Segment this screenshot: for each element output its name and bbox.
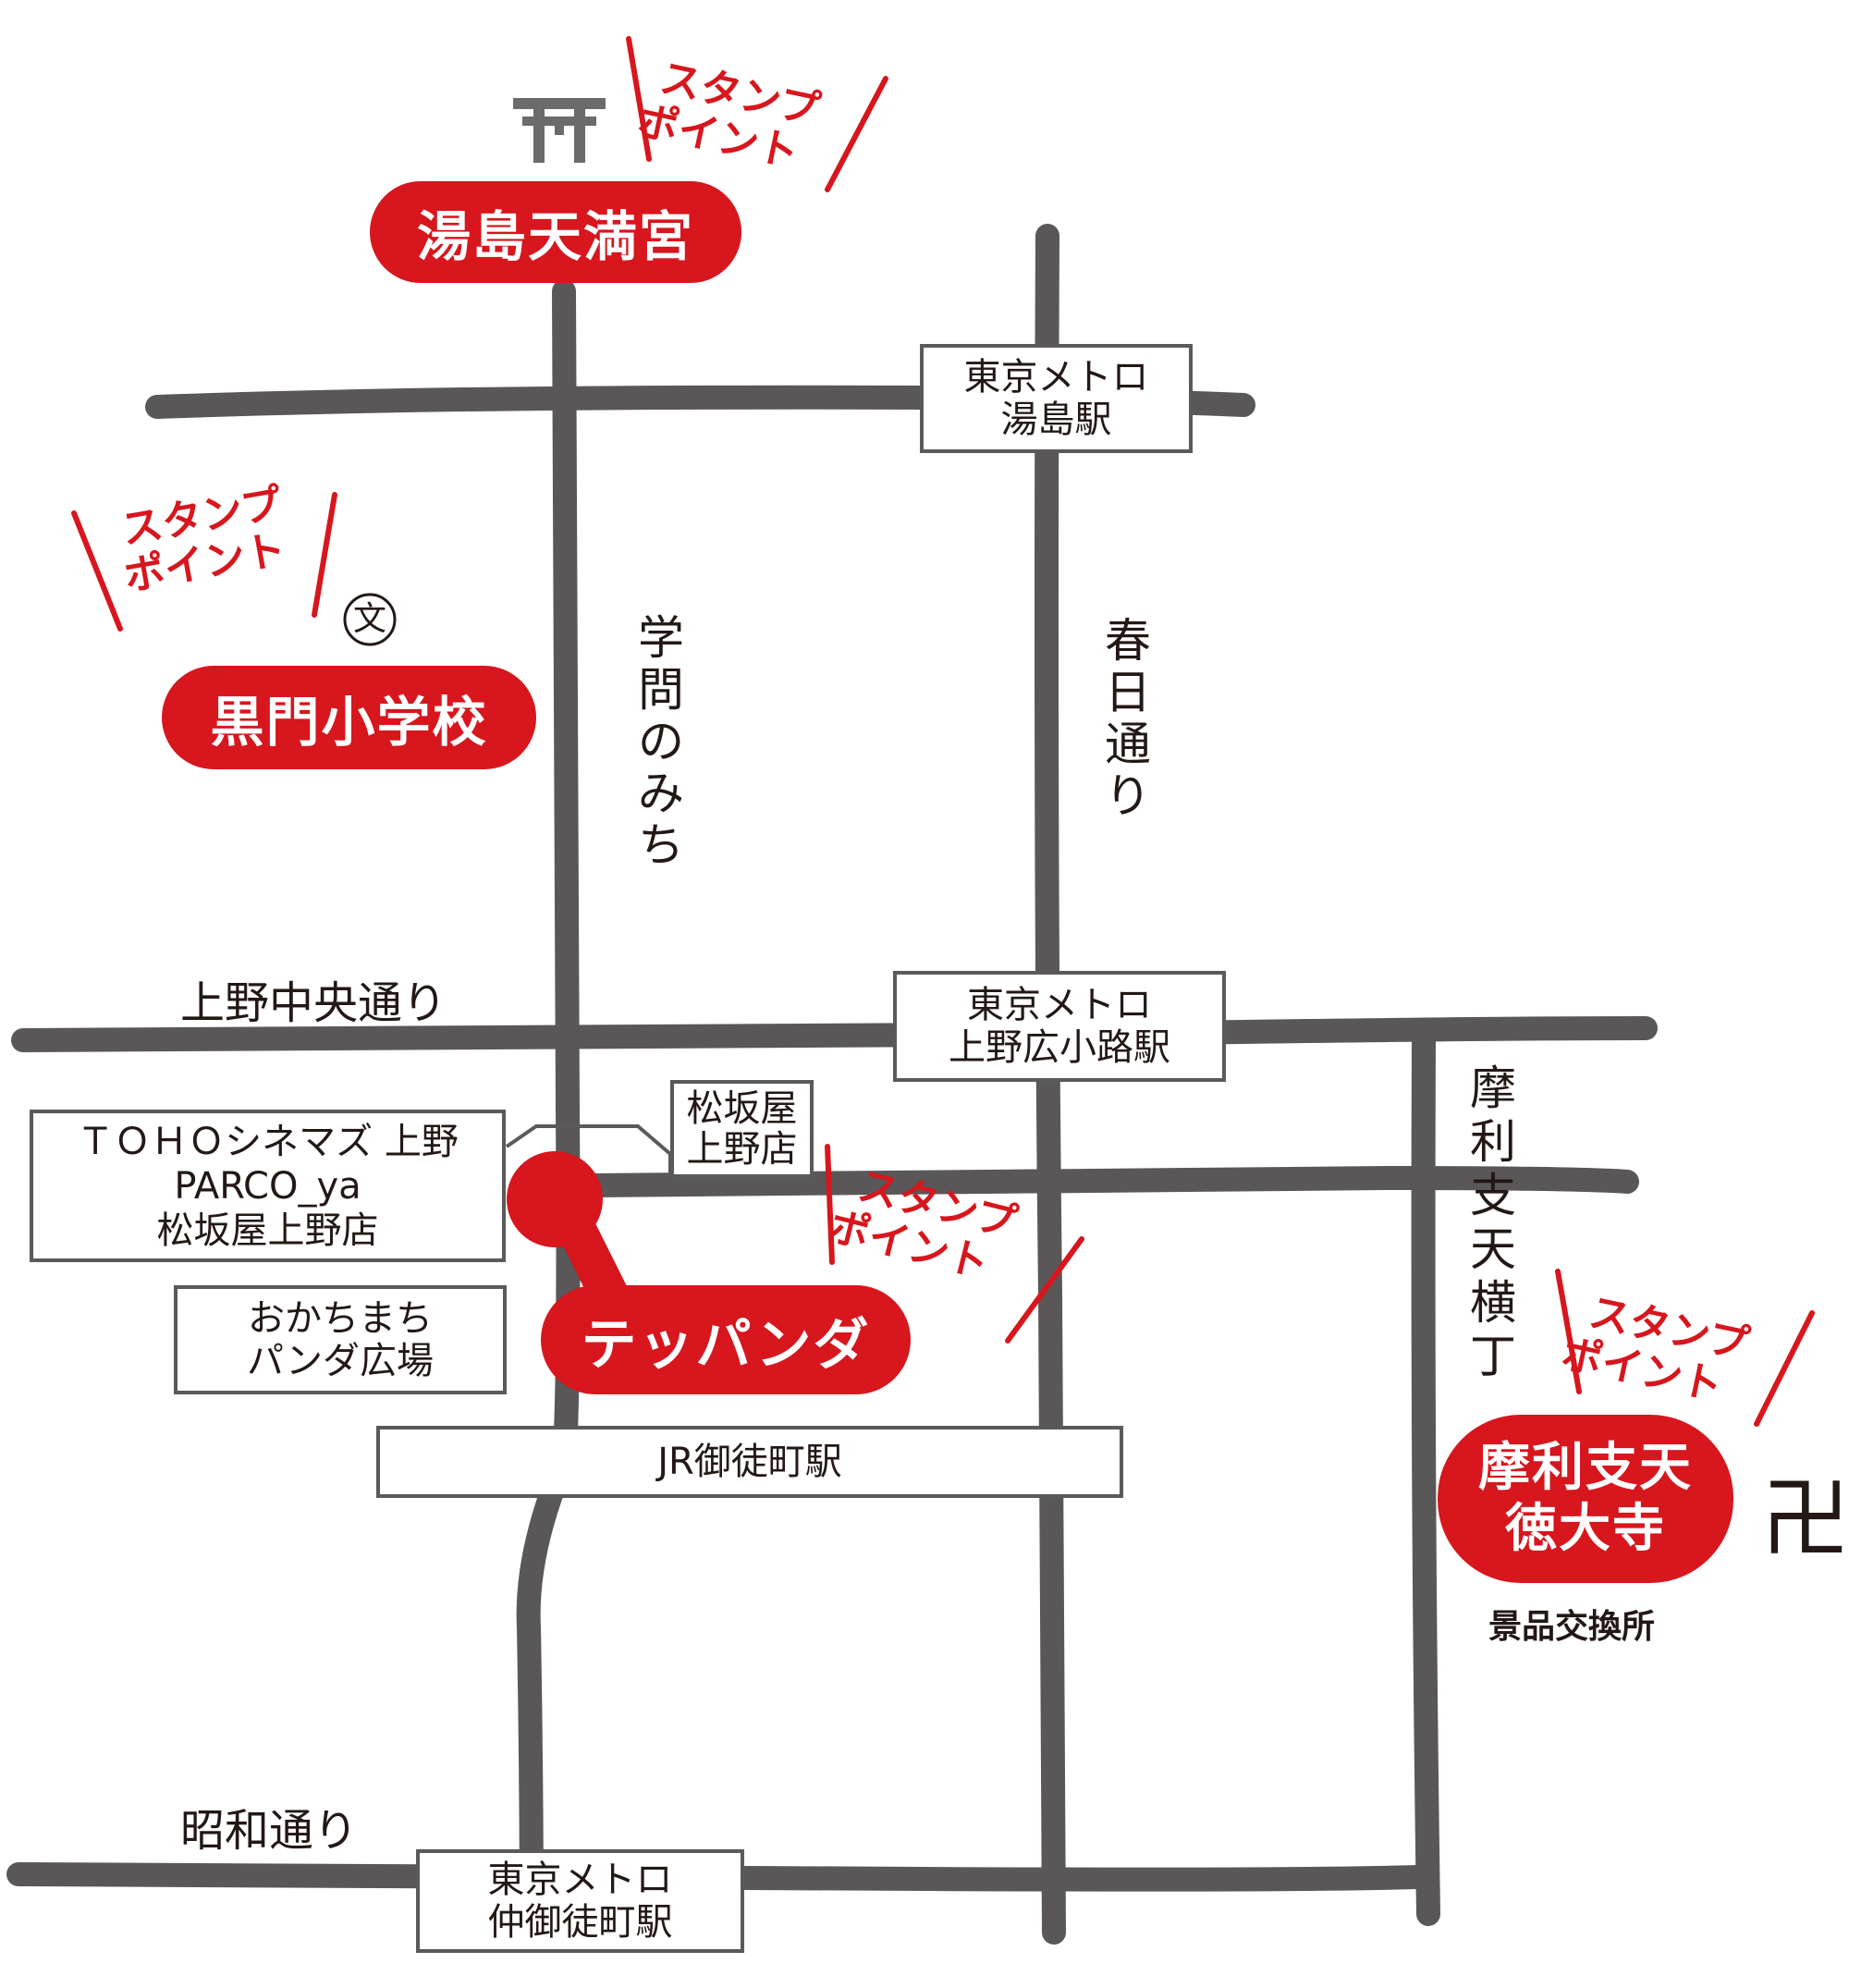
- road-label-marishiten-yokocho: 摩 利 支 天 横 丁: [1470, 1061, 1516, 1383]
- place-label: 黒門小学校: [210, 691, 488, 754]
- building-matsuzakaya[interactable]: 松坂屋 上野店: [670, 1080, 814, 1178]
- torii-icon: [513, 98, 606, 163]
- building-toho-parco[interactable]: ＴＯＨＯシネマズ 上野 PARCO_ya 松坂屋上野店: [30, 1110, 506, 1262]
- station-ueno-hirokoji[interactable]: 東京メトロ 上野広小路駅: [893, 971, 1226, 1082]
- road-label-ueno-chuo: 上野中央通り: [180, 977, 447, 1029]
- place-kuromon-school[interactable]: 黒門小学校: [162, 666, 536, 769]
- stamp-slash-left: [71, 510, 123, 632]
- place-yushima-tenmangu[interactable]: 湯島天満宮: [370, 181, 741, 283]
- place-marishiten-tokudaiji[interactable]: 摩利支天 徳大寺: [1438, 1415, 1733, 1583]
- place-label-line1: 摩利支天: [1478, 1438, 1693, 1498]
- station-yushima[interactable]: 東京メトロ 湯島駅: [920, 344, 1193, 453]
- prize-exchange-label: 景品交換所: [1488, 1608, 1656, 1646]
- road-showa: [6, 1862, 1431, 1892]
- temple-icon: 卍: [1761, 1467, 1849, 1571]
- stamp-slash-right: [825, 76, 888, 192]
- place-label-line2: 徳大寺: [1505, 1499, 1666, 1559]
- place-teppanda[interactable]: テッパンダ: [541, 1285, 911, 1394]
- road-label-showa: 昭和通り: [180, 1805, 359, 1857]
- stamp-slash-left: [825, 1144, 835, 1265]
- station-jr-okachimachi[interactable]: JR御徒町駅: [376, 1426, 1123, 1498]
- stamp-slash-right: [1005, 1236, 1084, 1344]
- station-naka-okachimachi[interactable]: 東京メトロ 仲御徒町駅: [416, 1849, 744, 1953]
- building-panda-plaza[interactable]: おかちまち パンダ広場: [174, 1285, 507, 1394]
- road-matsuzakaya-street: [580, 1165, 1639, 1197]
- road-marishiten-yokocho: [1411, 1028, 1440, 1926]
- place-label: テッパンダ: [581, 1312, 871, 1378]
- road-label-gakumon: 学 問 の み ち: [638, 611, 684, 872]
- stamp-slash-left: [626, 36, 652, 162]
- road-gakumon-no-michi: [516, 279, 581, 1945]
- school-symbol: 文: [352, 600, 386, 638]
- stamp-slash-left: [1555, 1269, 1582, 1394]
- stamp-slash-right: [1754, 1310, 1815, 1427]
- stamp-slash-right: [312, 492, 337, 618]
- school-icon: [343, 593, 397, 646]
- road-kasuga-dori: [1035, 224, 1066, 1945]
- road-label-kasuga: 春 日 通 り: [1105, 614, 1151, 823]
- place-label: 湯島天満宮: [416, 205, 694, 268]
- map-pin: [507, 1151, 603, 1247]
